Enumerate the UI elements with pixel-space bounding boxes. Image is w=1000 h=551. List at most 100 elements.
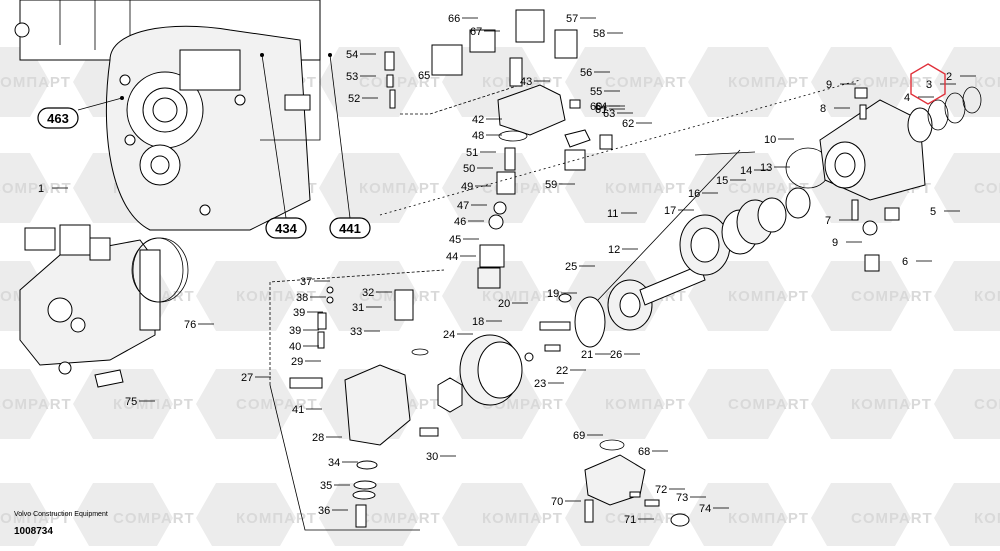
part-label[interactable]: 51 [466, 147, 478, 159]
part-label[interactable]: 75 [125, 396, 137, 408]
part-label[interactable]: 59 [545, 179, 557, 191]
watermark-text: COMPART [0, 396, 72, 413]
part-label[interactable]: 69 [573, 430, 585, 442]
part-label[interactable]: 4 [904, 92, 910, 104]
part-label[interactable]: 39 [293, 307, 305, 319]
watermark-hexagon [0, 483, 50, 551]
part-label[interactable]: 31 [352, 302, 364, 314]
part-label[interactable]: 53 [346, 71, 358, 83]
part-label[interactable]: 3 [926, 79, 932, 91]
part-label[interactable]: 33 [350, 326, 362, 338]
part-label[interactable]: 25 [565, 261, 577, 273]
group-callout-label[interactable]: 434 [275, 221, 297, 236]
watermark-hexagon [688, 47, 788, 117]
part-label[interactable]: 21 [581, 349, 593, 361]
group-callout-label[interactable]: 463 [47, 111, 69, 126]
part-label[interactable]: 70 [551, 496, 563, 508]
part-label[interactable]: 62 [622, 118, 634, 130]
part-label[interactable]: 23 [534, 378, 546, 390]
part-label[interactable]: 29 [291, 356, 303, 368]
part-label[interactable]: 7 [825, 215, 831, 227]
part-label[interactable]: 24 [443, 329, 455, 341]
part-label[interactable]: 58 [593, 28, 605, 40]
watermark-hexagon [319, 483, 419, 551]
part-label[interactable]: 40 [289, 341, 301, 353]
part-label[interactable]: 61 [595, 104, 607, 116]
part-label[interactable]: 11 [607, 208, 618, 220]
watermark-text: КОМПАРТ [113, 396, 194, 413]
part-label[interactable]: 9 [832, 237, 838, 249]
part-label[interactable]: 13 [760, 162, 772, 174]
part-label[interactable]: 76 [184, 319, 196, 331]
part-label[interactable]: 68 [638, 446, 650, 458]
group-callout-label[interactable]: 441 [339, 221, 361, 236]
part-label[interactable]: 1 [38, 183, 44, 195]
watermark-text: КОМПАРТ [359, 180, 440, 197]
part-label[interactable]: 6 [902, 256, 908, 268]
part-label[interactable]: 39 [289, 325, 301, 337]
part-label[interactable]: 63 [603, 108, 615, 120]
callout-leader [329, 54, 351, 219]
part-label[interactable]: 52 [348, 93, 360, 105]
part-label[interactable]: 34 [328, 457, 340, 469]
part-label[interactable]: 16 [688, 188, 700, 200]
part-label[interactable]: 64 [595, 101, 607, 113]
part-label[interactable]: 10 [764, 134, 776, 146]
part-label[interactable]: 42 [472, 114, 484, 126]
part-label[interactable]: 66 [448, 13, 460, 25]
watermark-text: КОМПАРТ [728, 510, 809, 527]
part-label[interactable]: 2 [946, 71, 952, 83]
part-label[interactable]: 20 [498, 298, 510, 310]
part-label[interactable]: 48 [472, 130, 484, 142]
part-label[interactable]: 55 [590, 86, 602, 98]
watermark-hexagon [934, 261, 1000, 331]
part-label[interactable]: 27 [241, 372, 253, 384]
watermark-text: COMPART [974, 396, 1000, 413]
watermark-text: КОМПАРТ [728, 74, 809, 91]
part-label[interactable]: 46 [454, 216, 466, 228]
part-label[interactable]: 38 [296, 292, 308, 304]
callout-dot [328, 53, 332, 57]
part-label[interactable]: 30 [426, 451, 438, 463]
part-label[interactable]: 37 [300, 276, 312, 288]
part-label[interactable]: 74 [699, 503, 711, 515]
part-label[interactable]: 8 [820, 103, 826, 115]
part-label[interactable]: 56 [580, 67, 592, 79]
part-label[interactable]: 19 [547, 288, 559, 300]
part-label[interactable]: 18 [472, 316, 484, 328]
part-label[interactable]: 73 [676, 492, 688, 504]
part-label[interactable]: 47 [457, 200, 469, 212]
watermark-hexagon [811, 47, 911, 117]
watermark-hexagon [196, 483, 296, 551]
part-label[interactable]: 28 [312, 432, 324, 444]
part-label[interactable]: 65 [418, 70, 430, 82]
part-label[interactable]: 9 [826, 79, 832, 91]
part-label[interactable]: 57 [566, 13, 578, 25]
part-label[interactable]: 49 [461, 181, 473, 193]
part-label[interactable]: 72 [655, 484, 667, 496]
part-label[interactable]: 45 [449, 234, 461, 246]
part-label[interactable]: 36 [318, 505, 330, 517]
part-label[interactable]: 43 [520, 76, 532, 88]
part-label[interactable]: 15 [716, 175, 728, 187]
part-label[interactable]: 50 [463, 163, 475, 175]
part-label[interactable]: 17 [664, 205, 676, 217]
part-label[interactable]: 71 [624, 514, 636, 526]
part-label[interactable]: 67 [470, 26, 482, 38]
part-label[interactable]: 12 [608, 244, 620, 256]
watermark-text: COMPART [359, 74, 441, 91]
watermark-hexagon [565, 369, 665, 439]
part-label[interactable]: 5 [930, 206, 936, 218]
part-label[interactable]: 54 [346, 49, 358, 61]
watermark-text: КОМПАРТ [974, 74, 1000, 91]
part-label[interactable]: 26 [610, 349, 622, 361]
part-label[interactable]: 41 [292, 404, 304, 416]
watermark-text: COMPART [728, 396, 810, 413]
part-label[interactable]: 22 [556, 365, 568, 377]
watermark-hexagon [934, 369, 1000, 439]
part-label[interactable]: 32 [362, 287, 374, 299]
part-label[interactable]: 44 [446, 251, 458, 263]
part-label[interactable]: 14 [740, 165, 752, 177]
part-label[interactable]: 60 [590, 101, 602, 113]
part-label[interactable]: 35 [320, 480, 332, 492]
